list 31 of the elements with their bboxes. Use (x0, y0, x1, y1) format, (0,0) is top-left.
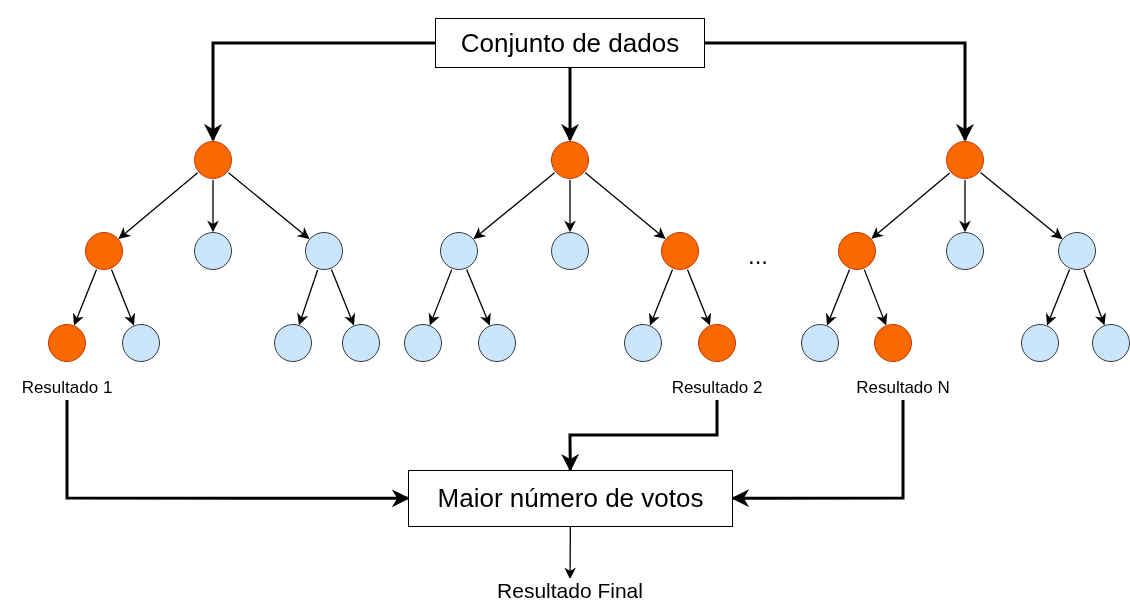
arrow (561, 400, 719, 472)
arrow (686, 268, 712, 326)
process-box: Conjunto de dados (435, 18, 705, 68)
arrow (979, 171, 1063, 240)
arrow (731, 400, 905, 508)
arrow (297, 269, 319, 326)
arrow (959, 179, 971, 233)
arrow (207, 179, 219, 233)
arrow (473, 172, 556, 240)
arrow (863, 268, 888, 326)
arrow (871, 172, 951, 239)
arrow (1083, 269, 1106, 326)
arrow (204, 41, 435, 142)
arrow (825, 268, 851, 326)
arrow (564, 179, 576, 233)
arrow (227, 172, 310, 240)
arrow (584, 172, 666, 239)
arrow (561, 68, 579, 142)
arrow (65, 400, 410, 508)
process-box: Maior número de votos (408, 470, 733, 527)
arrow (118, 172, 199, 239)
arrow (110, 268, 136, 326)
arrow (428, 268, 453, 326)
arrow (648, 268, 674, 326)
arrow (705, 41, 974, 142)
arrow (564, 526, 576, 580)
arrow (466, 268, 491, 326)
arrow (330, 268, 356, 326)
ellipsis-label: ... (748, 244, 768, 268)
arrow (1045, 268, 1071, 326)
arrow (72, 268, 98, 326)
